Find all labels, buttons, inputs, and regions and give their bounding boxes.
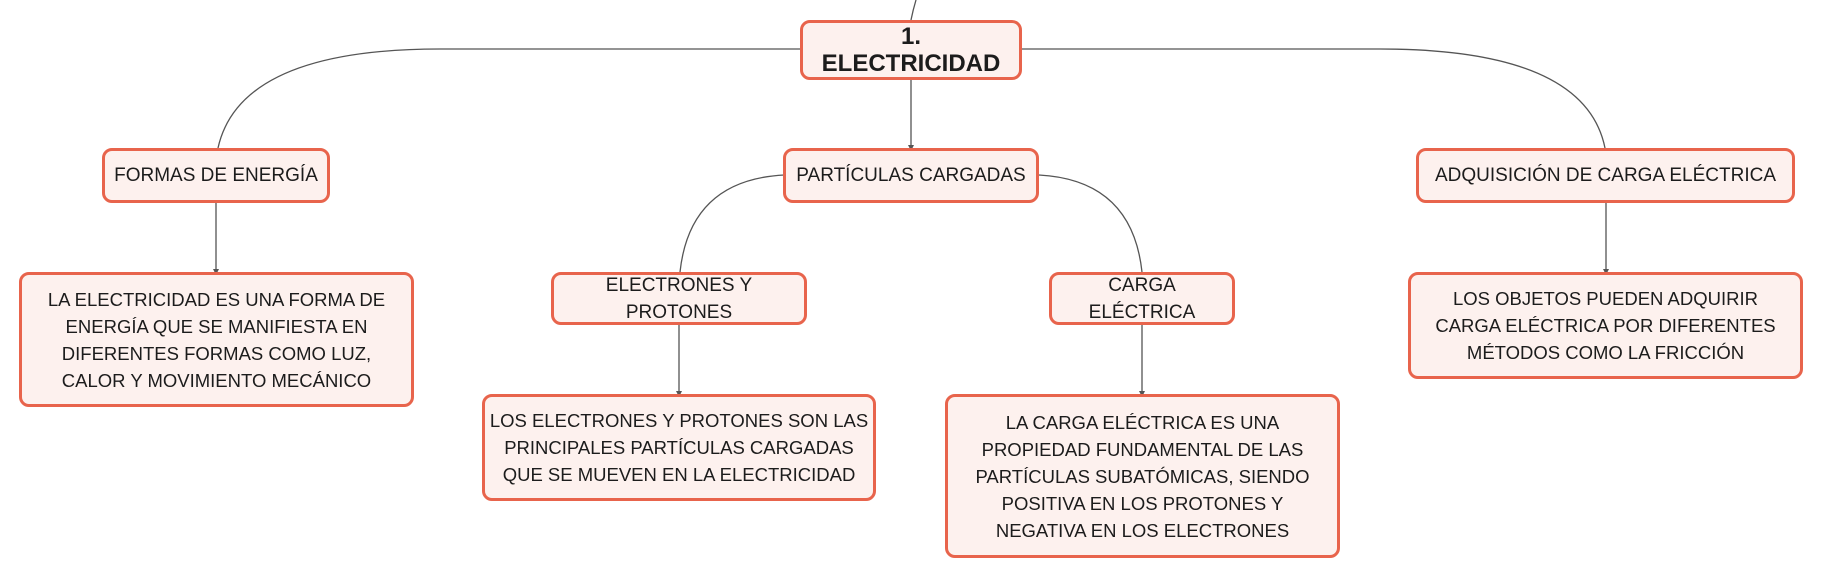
root-node[interactable]: 1. ELECTRICIDAD (800, 20, 1022, 80)
subtopic-electrones-y-protones[interactable]: ELECTRONES Y PROTONES (551, 272, 807, 325)
link-parent-root (910, 0, 917, 21)
description-carga[interactable]: LA CARGA ELÉCTRICA ES UNA PROPIEDAD FUND… (945, 394, 1340, 558)
topic-label: PARTÍCULAS CARGADAS (796, 165, 1026, 186)
topic-label: FORMAS DE ENERGÍA (114, 165, 318, 186)
link-particulas-carga (1038, 174, 1143, 273)
description-formas[interactable]: LA ELECTRICIDAD ES UNA FORMA DE ENERGÍA … (19, 272, 414, 407)
topic-formas-de-energia[interactable]: FORMAS DE ENERGÍA (102, 148, 330, 203)
root-label: 1. ELECTRICIDAD (821, 23, 1001, 77)
description-adquisicion[interactable]: LOS OBJETOS PUEDEN ADQUIRIR CARGA ELÉCTR… (1408, 272, 1803, 379)
link-particulas-electrones (679, 174, 785, 273)
subtopic-carga-electrica[interactable]: CARGA ELÉCTRICA (1049, 272, 1235, 325)
subtopic-label: ELECTRONES Y PROTONES (605, 274, 753, 323)
topic-adquisicion-de-carga[interactable]: ADQUISICIÓN DE CARGA ELÉCTRICA (1416, 148, 1795, 203)
description-electrones[interactable]: LOS ELECTRONES Y PROTONES SON LAS PRINCI… (482, 394, 876, 501)
description-text: LOS OBJETOS PUEDEN ADQUIRIR CARGA ELÉCTR… (1435, 288, 1776, 363)
topic-particulas-cargadas[interactable]: PARTÍCULAS CARGADAS (783, 148, 1039, 203)
link-root-formas (217, 48, 800, 149)
description-text: LA ELECTRICIDAD ES UNA FORMA DE ENERGÍA … (47, 288, 386, 391)
subtopic-label: CARGA ELÉCTRICA (1088, 274, 1196, 323)
topic-label: ADQUISICIÓN DE CARGA ELÉCTRICA (1434, 165, 1776, 186)
description-text: LOS ELECTRONES Y PROTONES SON LAS PRINCI… (489, 410, 869, 485)
link-root-adquisicion (1022, 48, 1606, 149)
description-text: LA CARGA ELÉCTRICA ES UNA PROPIEDAD FUND… (975, 411, 1310, 541)
